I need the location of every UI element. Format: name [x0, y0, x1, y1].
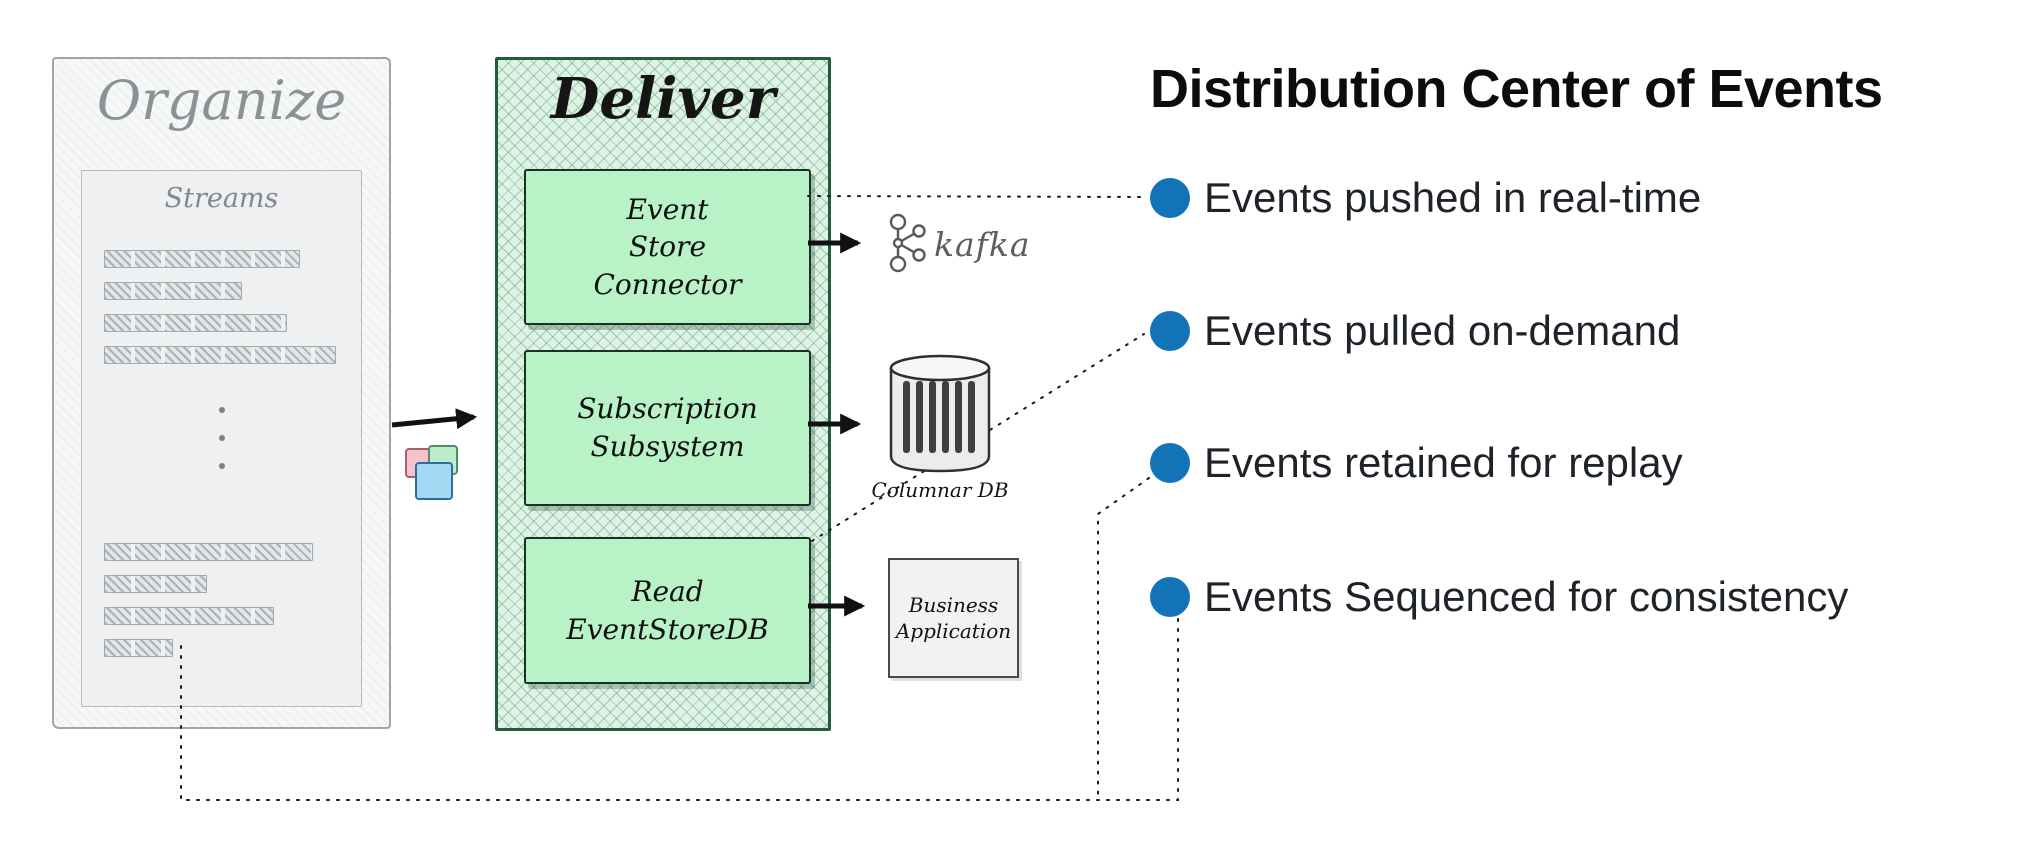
box-label-line: Event [626, 192, 709, 226]
bullet-item-pushed: Events pushed in real-time [1150, 174, 1701, 222]
dotted-connector-retained [1097, 477, 1150, 801]
redacted-text-line [104, 314, 287, 332]
arrow-organize-to-deliver [391, 408, 478, 430]
deliver-panel: Deliver Event Store Connector Subscripti… [495, 57, 831, 731]
box-label-line: EventStoreDB [566, 612, 769, 646]
bullet-label: Events retained for replay [1204, 439, 1683, 486]
stacked-pages-icon [405, 445, 469, 507]
box-label-line: Store [628, 230, 707, 264]
dotted-connector-pushed [807, 195, 1145, 198]
redacted-text-line [104, 639, 173, 657]
box-label-line: Read [631, 574, 704, 608]
bullet-label: Events Sequenced for consistency [1204, 573, 1849, 620]
columnar-db-icon [889, 354, 991, 473]
bullet-label: Events pushed in real-time [1204, 174, 1702, 221]
streams-redacted-bottom [104, 543, 339, 671]
dotted-connector-pulled [811, 333, 1145, 542]
organize-panel: Organize Streams [52, 57, 391, 729]
bullet-item-retained: Events retained for replay [1150, 439, 1683, 487]
organize-title: Organize [96, 69, 347, 132]
business-application-box: Business Application [888, 558, 1019, 678]
redacted-text-line [104, 282, 242, 300]
bullet-dot-icon [1150, 311, 1190, 351]
redacted-text-line [104, 346, 336, 364]
kafka-label: kafka [934, 225, 1031, 264]
bullet-dot-icon [1150, 577, 1190, 617]
vertical-ellipsis [82, 407, 361, 469]
ellipsis-dot [218, 407, 225, 413]
bullet-dot-icon [1150, 443, 1190, 483]
redacted-text-line [104, 607, 274, 625]
bullet-label: Events pulled on-demand [1204, 307, 1681, 354]
bullet-item-pulled: Events pulled on-demand [1150, 307, 1680, 355]
box-label-line: Connector [593, 267, 742, 301]
deliver-box-event-store-connector: Event Store Connector [524, 169, 811, 325]
columnar-db-label: Columnar DB [871, 478, 1008, 502]
bullet-item-sequenced: Events Sequenced for consistency [1150, 573, 1848, 621]
section-title: Distribution Center of Events [1150, 59, 1883, 119]
box-label-line: Subsystem [590, 430, 745, 463]
page-blue-icon [415, 462, 453, 500]
streams-redacted-top [104, 250, 339, 378]
redacted-text-line [104, 543, 313, 561]
redacted-text-line [104, 575, 207, 593]
streams-box: Streams [81, 170, 362, 707]
bullet-dot-icon [1150, 178, 1190, 218]
deliver-title: Deliver [550, 66, 776, 132]
kafka-icon [889, 213, 926, 273]
ellipsis-dot [218, 435, 225, 441]
business-app-label-line: Application [895, 619, 1012, 643]
deliver-box-read-eventstoredb: Read EventStoreDB [524, 537, 811, 684]
ellipsis-dot [218, 463, 225, 469]
redacted-text-line [104, 250, 300, 268]
streams-title: Streams [164, 183, 279, 214]
deliver-box-subscription-subsystem: Subscription Subsystem [524, 350, 811, 506]
business-app-label-line: Business [908, 593, 999, 617]
box-label-line: Subscription [577, 392, 758, 426]
